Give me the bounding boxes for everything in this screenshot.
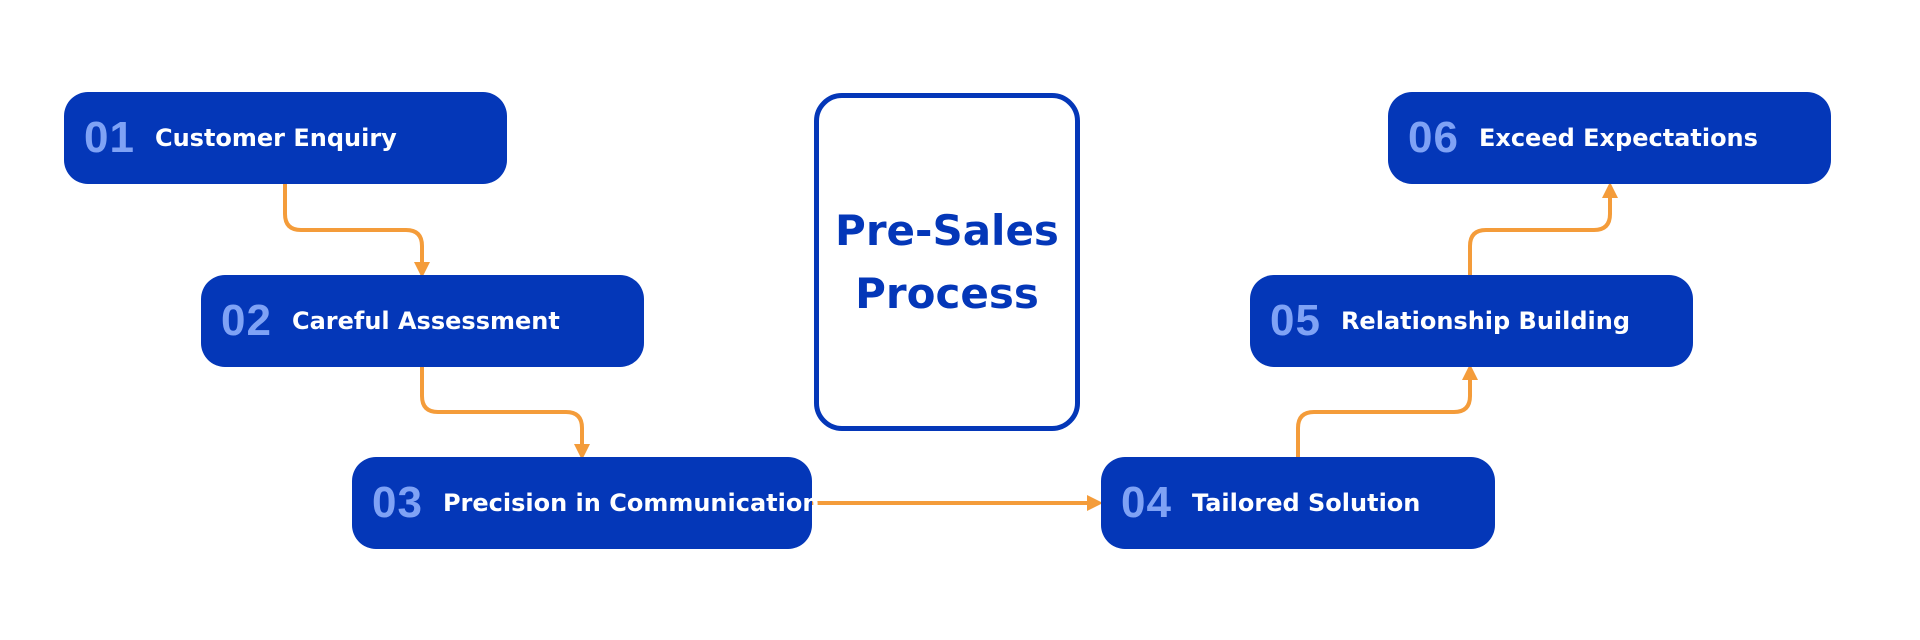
step-customer-enquiry: 01 Customer Enquiry [64, 92, 507, 184]
step-exceed-expectations: 06 Exceed Expectations [1388, 92, 1831, 184]
step-relationship-building: 05 Relationship Building [1250, 275, 1693, 367]
connector-02-03 [420, 367, 590, 460]
step-tailored-solution: 04 Tailored Solution [1101, 457, 1495, 549]
step-number: 01 [84, 113, 135, 162]
step-label: Relationship Building [1340, 307, 1631, 335]
step-careful-assessment: 02 Careful Assessment [201, 275, 644, 367]
step-precision-in-communication: 03 Precision in Communication [352, 457, 819, 549]
step-label: Exceed Expectations [1478, 124, 1758, 152]
step-number: 02 [221, 296, 272, 345]
step-label: Careful Assessment [291, 307, 560, 335]
connector-04-05 [1296, 364, 1478, 457]
connector-05-06 [1468, 182, 1618, 275]
connector-01-02 [283, 184, 430, 278]
step-number: 03 [372, 478, 423, 527]
title-box: Pre-Sales Process [814, 93, 1080, 431]
step-label: Tailored Solution [1191, 489, 1421, 517]
step-number: 05 [1270, 296, 1321, 345]
step-number: 06 [1408, 113, 1459, 162]
step-number: 04 [1121, 478, 1172, 527]
step-label: Customer Enquiry [154, 124, 397, 152]
step-label: Precision in Communication [442, 489, 820, 517]
diagram-title: Pre-Sales Process [835, 206, 1059, 318]
